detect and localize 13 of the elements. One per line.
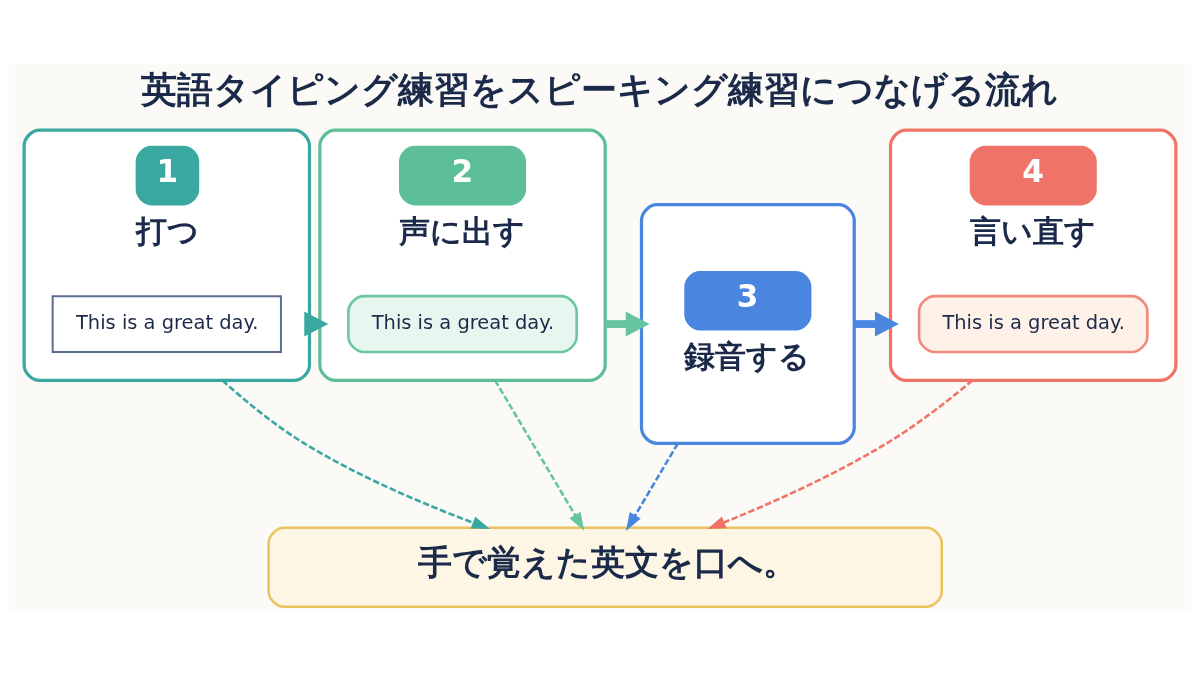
node-box: This is a great day. xyxy=(51,294,282,353)
arrow xyxy=(304,310,329,337)
diagram-title: 英語タイピング練習をスピーキング練習につなげる流れ xyxy=(141,67,1059,111)
arrow xyxy=(707,379,974,529)
node-box: This is a great day. xyxy=(347,294,578,353)
node-box: 手で覚えた英文を口へ。 xyxy=(267,525,944,608)
arrow xyxy=(854,311,899,337)
node-box: 3 録音する xyxy=(639,202,856,445)
node-box: This is a great day. xyxy=(917,294,1149,353)
arrow xyxy=(221,379,490,529)
arrow xyxy=(605,310,650,337)
arrow xyxy=(625,442,679,531)
arrow xyxy=(494,379,585,531)
